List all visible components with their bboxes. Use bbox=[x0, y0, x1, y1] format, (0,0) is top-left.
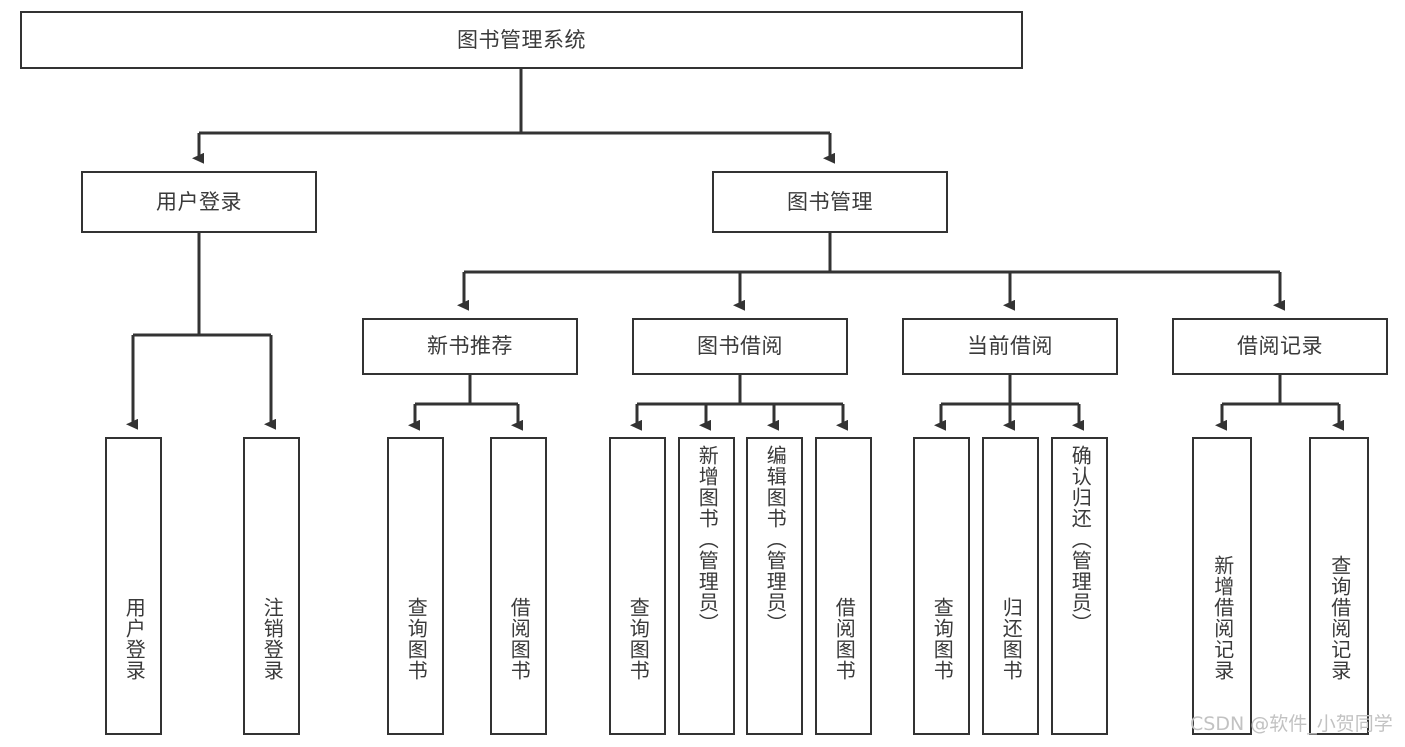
leaf-confirm-return-admin-label: 确认归还（管理员） bbox=[1068, 445, 1093, 634]
node-user-login[interactable]: 用户登录 bbox=[81, 171, 317, 233]
leaf-confirm-return-admin[interactable]: 确认归还（管理员） bbox=[1051, 437, 1108, 735]
node-root-label: 图书管理系统 bbox=[457, 27, 586, 52]
leaf-add-book-admin-label: 新增图书（管理员） bbox=[695, 445, 720, 634]
leaf-edit-book-admin-label: 编辑图书（管理员） bbox=[763, 445, 788, 634]
leaf-query-book-borrow-label: 查询图书 bbox=[626, 597, 651, 681]
leaf-user-login[interactable]: 用户登录 bbox=[105, 437, 162, 735]
leaf-query-book-borrow[interactable]: 查询图书 bbox=[609, 437, 666, 735]
leaf-add-book-admin[interactable]: 新增图书（管理员） bbox=[678, 437, 735, 735]
leaf-logout-label: 注销登录 bbox=[260, 597, 285, 681]
leaf-borrow-book-recommend-label: 借阅图书 bbox=[507, 597, 532, 681]
node-book-management-label: 图书管理 bbox=[787, 189, 873, 214]
leaf-query-book-current[interactable]: 查询图书 bbox=[913, 437, 970, 735]
node-new-book-recommend-label: 新书推荐 bbox=[427, 334, 513, 359]
node-borrow-record[interactable]: 借阅记录 bbox=[1172, 318, 1388, 375]
leaf-logout[interactable]: 注销登录 bbox=[243, 437, 300, 735]
leaf-query-borrow-record[interactable]: 查询借阅记录 bbox=[1309, 437, 1369, 735]
leaf-add-borrow-record[interactable]: 新增借阅记录 bbox=[1192, 437, 1252, 735]
node-book-borrow[interactable]: 图书借阅 bbox=[632, 318, 848, 375]
node-new-book-recommend[interactable]: 新书推荐 bbox=[362, 318, 578, 375]
leaf-query-borrow-record-label: 查询借阅记录 bbox=[1327, 555, 1352, 681]
leaf-return-book-label: 归还图书 bbox=[999, 597, 1024, 681]
node-book-borrow-label: 图书借阅 bbox=[697, 334, 783, 359]
leaf-borrow-book-recommend[interactable]: 借阅图书 bbox=[490, 437, 547, 735]
node-user-login-label: 用户登录 bbox=[156, 189, 242, 214]
leaf-edit-book-admin[interactable]: 编辑图书（管理员） bbox=[746, 437, 803, 735]
leaf-query-book-current-label: 查询图书 bbox=[930, 597, 955, 681]
node-root-book-management-system[interactable]: 图书管理系统 bbox=[20, 11, 1023, 69]
leaf-borrow-book-label: 借阅图书 bbox=[832, 597, 857, 681]
node-book-management[interactable]: 图书管理 bbox=[712, 171, 948, 233]
node-current-borrow[interactable]: 当前借阅 bbox=[902, 318, 1118, 375]
node-borrow-record-label: 借阅记录 bbox=[1237, 334, 1323, 359]
csdn-watermark: CSDN @软件_小贺同学 bbox=[1190, 713, 1393, 735]
leaf-add-borrow-record-label: 新增借阅记录 bbox=[1210, 555, 1235, 681]
leaf-borrow-book[interactable]: 借阅图书 bbox=[815, 437, 872, 735]
leaf-return-book[interactable]: 归还图书 bbox=[982, 437, 1039, 735]
leaf-user-login-label: 用户登录 bbox=[122, 597, 147, 681]
leaf-query-book-recommend-label: 查询图书 bbox=[404, 597, 429, 681]
node-current-borrow-label: 当前借阅 bbox=[967, 334, 1053, 359]
leaf-query-book-recommend[interactable]: 查询图书 bbox=[387, 437, 444, 735]
